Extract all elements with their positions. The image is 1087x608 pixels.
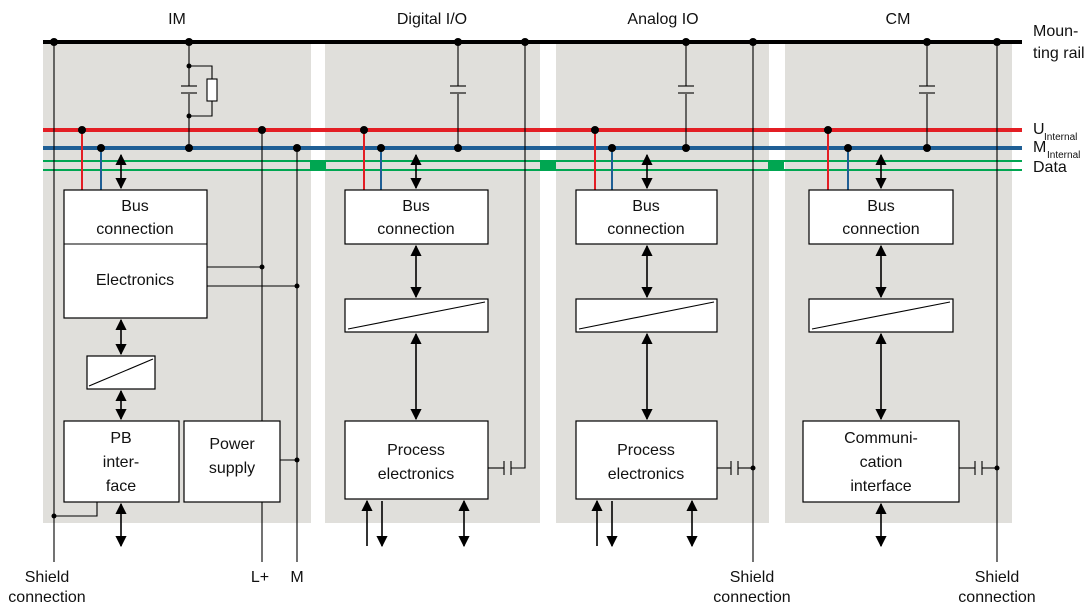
aio-shield-capacitor-junction [750,465,756,471]
im-bus-label-line-2: connection [96,221,173,238]
cm-shield-junction [993,38,1001,46]
dio-bus-label-line-2: connection [377,221,454,238]
dio-bus-label-line-1: Bus [402,198,430,215]
im-pb-label-line-3: face [106,478,136,495]
shield-left-label-line-1: Shield [25,569,69,586]
m-internal-subscript: Internal [1047,150,1080,161]
im-rc-top-junction [185,38,193,46]
aio-process-label-line-1: Process [617,442,675,459]
dio-u-junction [360,126,368,134]
im-capacitor-gap [182,86,196,94]
bus-connector-2 [540,160,556,171]
im-shield-wire [54,502,98,517]
aio-rc-m-junction [682,144,690,152]
im-power-label-line-2: supply [209,460,255,477]
shield-right-label-line-1: Shield [975,569,1019,586]
cm-comm-label-line-2: cation [860,454,903,471]
im-isolation-diagonal [88,358,154,387]
shield-right-label-line-2: connection [958,589,1035,606]
im-rc-m-junction [185,144,193,152]
m-label: M [290,569,303,586]
aio-u-junction [591,126,599,134]
im-power-m-junction [294,457,300,463]
dio-capacitor-gap [451,86,465,94]
module-title-im: IM [168,11,186,28]
mounting-rail-label-line-1: Moun- [1033,23,1078,40]
cm-bus-label-line-1: Bus [867,198,895,215]
im-pb-label-line-1: PB [110,430,131,447]
dio-process-block [344,420,489,500]
im-pb-interface-block [63,420,180,503]
cm-u-junction [824,126,832,134]
dio-process-label-line-1: Process [387,442,445,459]
dio-m-junction [377,144,385,152]
cm-isolation-diagonal [811,301,951,330]
im-bus-label-line-1: Bus [121,198,149,215]
im-shield-junction [50,38,58,46]
im-m-tap-junction [97,144,105,152]
im-electronics-lplus-junction [259,264,265,270]
im-m-junction [293,144,301,152]
dio-rc-top-junction [454,38,462,46]
im-power-label-line-1: Power [209,436,255,453]
cm-m-junction [844,144,852,152]
aio-isolation-diagonal [578,301,715,330]
aio-rc-top-junction [682,38,690,46]
dio-shield-junction [521,38,529,46]
dio-process-label-line-2: electronics [378,466,454,483]
im-electronics-m-junction [294,283,300,289]
u-internal-label: U [1033,121,1045,138]
aio-shield-junction [749,38,757,46]
aio-process-block [575,420,718,500]
aio-bus-block [575,189,718,245]
cm-shield-capacitor-junction [994,465,1000,471]
shield-mid-label-line-2: connection [713,589,790,606]
data-rail-label: Data [1033,159,1067,176]
lplus-label: L+ [251,569,269,586]
cm-rc-top-junction [923,38,931,46]
im-electronics-label: Electronics [96,272,174,289]
im-resistor-symbol [206,78,218,102]
m-internal-label: M [1033,139,1046,156]
cm-communication-block [802,420,960,503]
aio-bus-label-line-2: connection [607,221,684,238]
cm-rc-m-junction [923,144,931,152]
bus-connector-1 [310,160,326,171]
aio-capacitor-gap [679,86,693,94]
bus-connector-3 [768,160,784,171]
cm-comm-label-line-3: interface [850,478,911,495]
mounting-rail-label-line-2: ting rail [1033,45,1085,62]
cm-capacitor-gap [920,86,934,94]
module-title-digital-io: Digital I/O [397,11,467,28]
aio-m-junction [608,144,616,152]
im-u-junction [78,126,86,134]
shield-left-label-line-2: connection [8,589,85,606]
module-title-cm: CM [886,11,911,28]
dio-isolation-diagonal [347,301,486,330]
im-power-supply-block [183,420,281,503]
aio-process-label-line-2: electronics [608,466,684,483]
dio-shield-wire [511,42,526,469]
dio-rc-m-junction [454,144,462,152]
cm-bus-label-line-2: connection [842,221,919,238]
im-lplus-junction [258,126,266,134]
u-internal-subscript: Internal [1044,132,1077,143]
cm-comm-label-line-1: Communi- [844,430,918,447]
aio-bus-label-line-1: Bus [632,198,660,215]
module-title-analog-io: Analog IO [627,11,698,28]
cm-bus-block [808,189,954,245]
im-pb-label-line-2: inter- [103,454,139,471]
dio-bus-block [344,189,489,245]
shield-mid-label-line-1: Shield [730,569,774,586]
im-bus-electronics-block [63,189,208,319]
